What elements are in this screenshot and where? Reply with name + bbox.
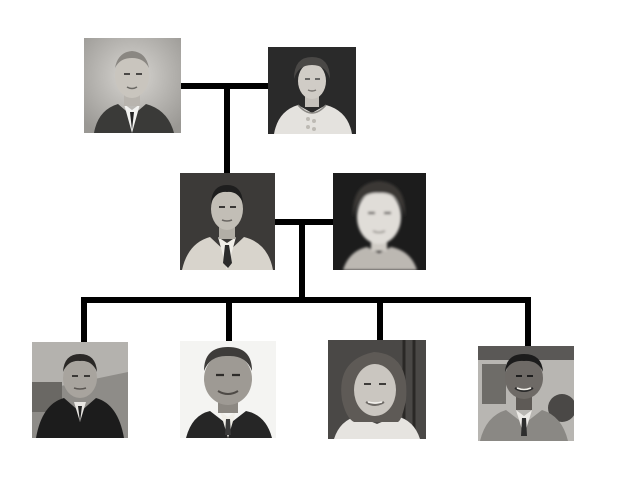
gen3-child-1-portrait	[32, 342, 128, 438]
gen1-person-b-portrait	[268, 47, 356, 134]
gen1-person-a-portrait	[84, 38, 181, 133]
gen3-child-4-portrait	[478, 346, 574, 441]
gen3-child-3-portrait	[328, 340, 426, 439]
gen2-person-b-portrait	[333, 173, 426, 270]
gen2-person-a-portrait	[180, 173, 275, 270]
gen3-child-2-portrait	[180, 341, 276, 438]
